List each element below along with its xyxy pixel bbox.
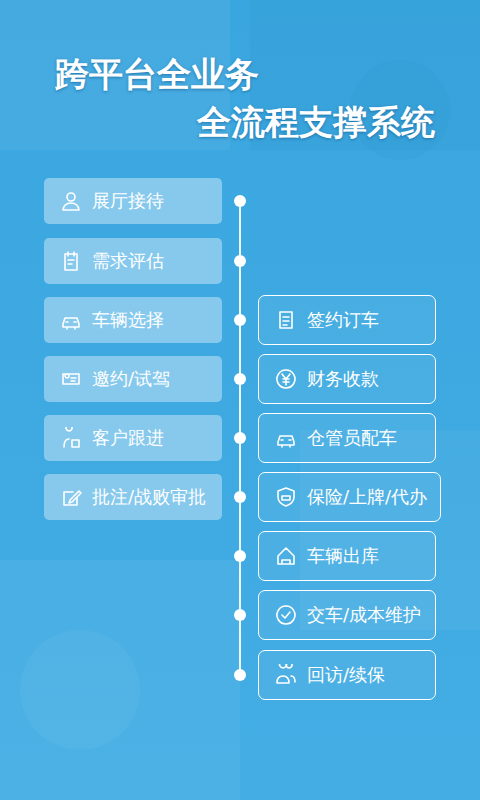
- step-box-outlined: 签约订车: [258, 295, 436, 345]
- step-box: 展厅接待: [44, 178, 222, 224]
- step-label: 批注/战败审批: [92, 486, 206, 508]
- step-label: 仓管员配车: [307, 427, 397, 449]
- step-icon: [275, 545, 297, 567]
- step-box-outlined: 保险/上牌/代办: [258, 472, 441, 522]
- step-icon: [275, 486, 297, 508]
- step-box: 批注/战败审批: [44, 474, 222, 520]
- step-label: 保险/上牌/代办: [307, 486, 427, 508]
- step-box: 需求评估: [44, 238, 222, 284]
- step-box: 客户跟进: [44, 415, 222, 461]
- step-label: 邀约/试驾: [92, 368, 170, 390]
- step-label: 签约订车: [307, 309, 379, 331]
- step-icon: [275, 309, 297, 331]
- step-icon: [60, 368, 82, 390]
- step-box-outlined: 车辆出库: [258, 531, 436, 581]
- step-box-outlined: 交车/成本维护: [258, 590, 436, 640]
- step-label: 客户跟进: [92, 427, 164, 449]
- step-label: 交车/成本维护: [307, 604, 421, 626]
- step-label: 需求评估: [92, 250, 164, 272]
- title: 跨平台全业务 全流程支撑系统: [55, 50, 435, 146]
- step-label: 展厅接待: [92, 190, 164, 212]
- step-label: 回访/续保: [307, 664, 385, 686]
- step-icon: [275, 427, 297, 449]
- step-box-outlined: 仓管员配车: [258, 413, 436, 463]
- step-icon: [60, 250, 82, 272]
- step-label: 财务收款: [307, 368, 379, 390]
- step-icon: [275, 368, 297, 390]
- step-box-outlined: 回访/续保: [258, 650, 436, 700]
- step-icon: [60, 427, 82, 449]
- step-icon: [275, 664, 297, 686]
- step-box-outlined: 财务收款: [258, 354, 436, 404]
- step-label: 车辆出库: [307, 545, 379, 567]
- step-icon: [60, 309, 82, 331]
- step-icon: [60, 486, 82, 508]
- step-box: 车辆选择: [44, 297, 222, 343]
- step-box: 邀约/试驾: [44, 356, 222, 402]
- step-label: 车辆选择: [92, 309, 164, 331]
- step-icon: [275, 604, 297, 626]
- step-icon: [60, 190, 82, 212]
